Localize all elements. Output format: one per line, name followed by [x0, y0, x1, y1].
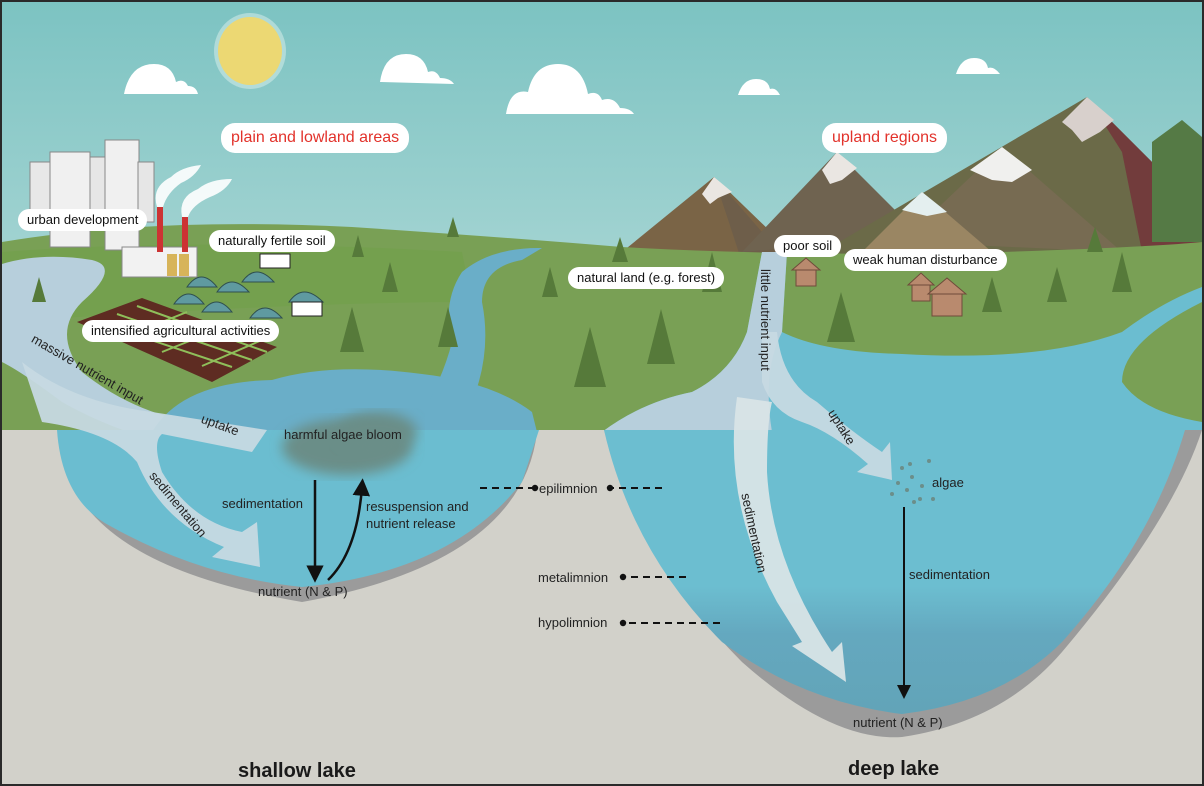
- label-natural-land: natural land (e.g. forest): [568, 267, 725, 290]
- right-inflow-river: [602, 252, 787, 432]
- algae-dots-icon: [890, 459, 935, 504]
- label-algae: algae: [932, 475, 964, 490]
- label-harmful-algae-bloom: harmful algae bloom: [284, 427, 402, 442]
- layer-pointer-lines: [480, 484, 720, 627]
- region-label-upland: upland regions: [822, 123, 947, 153]
- cloud-icons: [124, 54, 1000, 114]
- left-inflow-river: [2, 256, 262, 457]
- deep-uptake-arrow: [762, 332, 892, 480]
- deep-sedimentation-arrow: [733, 397, 846, 682]
- shallow-lake-water: [57, 430, 539, 587]
- title-shallow-lake: shallow lake: [238, 760, 356, 782]
- mountains: [622, 97, 1202, 272]
- label-shallow-sedimentation: sedimentation: [222, 496, 303, 511]
- label-weak-human-disturbance: weak human disturbance: [844, 249, 1007, 272]
- label-urban-development: urban development: [18, 209, 148, 232]
- label-shallow-nutrient: nutrient (N & P): [258, 584, 348, 599]
- title-deep-lake: deep lake: [848, 758, 940, 780]
- label-poor-soil: poor soil: [774, 235, 842, 258]
- label-deep-sedimentation: sedimentation: [909, 567, 990, 582]
- label-little-nutrient-input: little nutrient input: [758, 269, 773, 371]
- region-label-plain: plain and lowland areas: [221, 123, 410, 153]
- label-metalimnion: metalimnion: [538, 570, 609, 585]
- label-resuspension-line2: nutrient release: [366, 516, 456, 531]
- smoke-icon: [155, 165, 232, 217]
- label-resuspension-line1: resuspension and: [366, 499, 469, 514]
- shallow-nutrient-arrow: [22, 362, 267, 567]
- resuspension-up-arrow: [327, 478, 371, 581]
- label-hypolimnion: hypolimnion: [538, 615, 608, 630]
- sun-icon: [218, 17, 282, 85]
- cow-icons: [259, 253, 323, 317]
- house-icons: [790, 257, 968, 317]
- label-deep-nutrient: nutrient (N & P): [853, 715, 943, 730]
- label-epilimnion: epilimnion: [539, 481, 598, 496]
- label-agricultural-activities: intensified agricultural activities: [82, 320, 280, 343]
- greenhouse-icons: [173, 271, 325, 319]
- label-fertile-soil: naturally fertile soil: [209, 230, 335, 253]
- winding-river: [412, 247, 542, 432]
